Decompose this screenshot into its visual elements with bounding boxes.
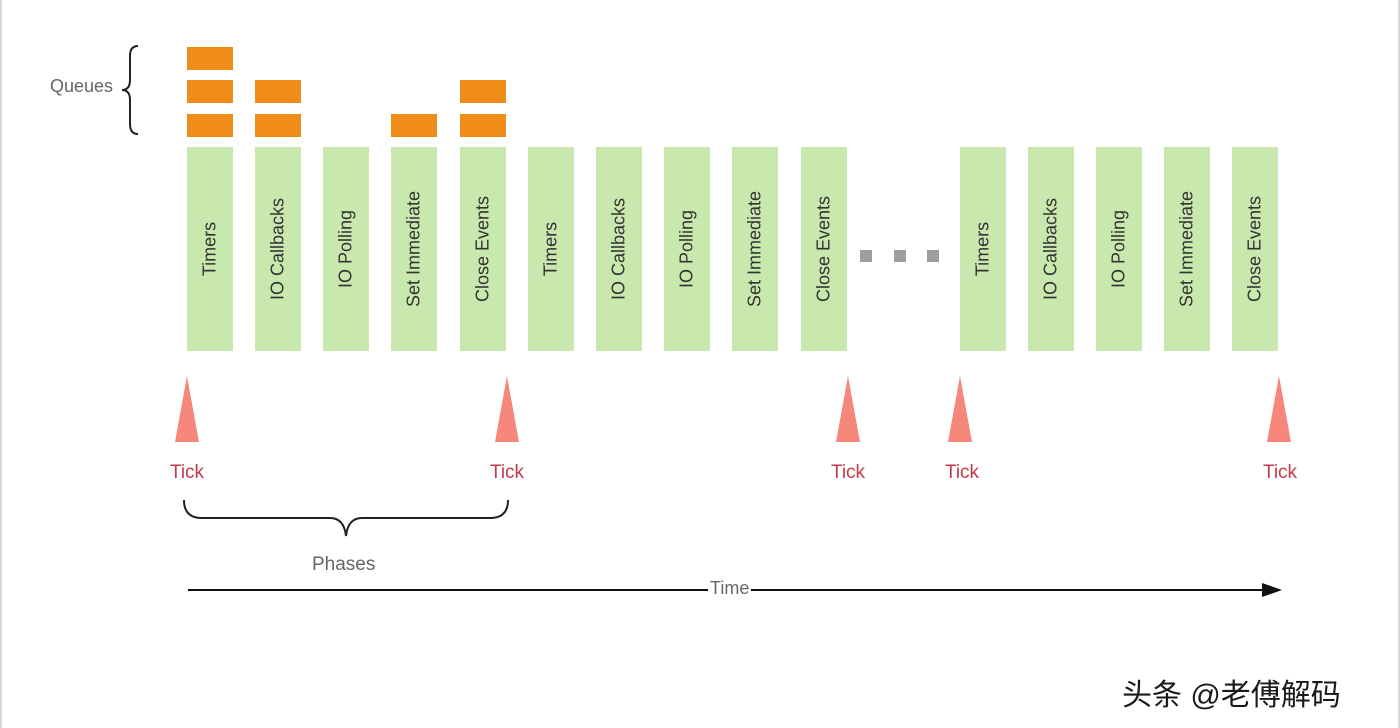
tick-marker <box>836 376 860 442</box>
tick-marker <box>175 376 199 442</box>
queue-item <box>460 114 506 137</box>
phase-timers: Timers <box>187 147 233 351</box>
watermark: 头条 @老傅解码 <box>1122 679 1341 712</box>
queue-item <box>187 80 233 103</box>
phase-label: IO Callbacks <box>1040 197 1061 301</box>
phase-label: IO Polling <box>335 209 356 289</box>
phase-close-events: Close Events <box>1232 147 1278 351</box>
tick-label: Tick <box>944 462 980 483</box>
tick-marker <box>948 376 972 442</box>
phase-io-polling: IO Polling <box>664 147 710 351</box>
phase-io-callbacks: IO Callbacks <box>255 147 301 351</box>
phase-io-polling: IO Polling <box>1096 147 1142 351</box>
phase-label: Set Immediate <box>744 190 765 308</box>
phase-label: Set Immediate <box>1176 190 1197 308</box>
queue-item <box>187 114 233 137</box>
queue-item <box>460 80 506 103</box>
queue-item <box>187 47 233 70</box>
queues-brace <box>121 45 139 135</box>
phase-label: IO Callbacks <box>267 197 288 301</box>
phase-label: Timers <box>540 221 561 277</box>
queue-item <box>255 80 301 103</box>
phase-label: Close Events <box>1244 195 1265 303</box>
phase-close-events: Close Events <box>801 147 847 351</box>
tick-label: Tick <box>169 462 205 483</box>
ellipsis-dot <box>894 250 906 262</box>
tick-label: Tick <box>1262 462 1298 483</box>
queues-label: Queues <box>50 76 114 96</box>
phase-set-immediate: Set Immediate <box>732 147 778 351</box>
time-label: Time <box>708 578 752 599</box>
ellipsis-dot <box>860 250 872 262</box>
tick-marker <box>495 376 519 442</box>
phase-io-polling: IO Polling <box>323 147 369 351</box>
queue-item <box>255 114 301 137</box>
phase-set-immediate: Set Immediate <box>1164 147 1210 351</box>
phase-label: IO Polling <box>676 209 697 289</box>
frame-edge-left <box>0 0 2 728</box>
phases-label: Phases <box>312 554 376 575</box>
phase-label: Close Events <box>813 195 834 303</box>
phase-label: Timers <box>972 221 993 277</box>
phase-io-callbacks: IO Callbacks <box>596 147 642 351</box>
phase-close-events: Close Events <box>460 147 506 351</box>
tick-marker <box>1267 376 1291 442</box>
ellipsis-dot <box>927 250 939 262</box>
phase-io-callbacks: IO Callbacks <box>1028 147 1074 351</box>
phases-brace <box>183 499 509 537</box>
queue-item <box>391 114 437 137</box>
frame-edge-right <box>1398 0 1400 728</box>
phase-label: Close Events <box>472 195 493 303</box>
phase-label: IO Callbacks <box>608 197 629 301</box>
tick-label: Tick <box>489 462 525 483</box>
phase-timers: Timers <box>960 147 1006 351</box>
phase-timers: Timers <box>528 147 574 351</box>
tick-label: Tick <box>830 462 866 483</box>
phase-label: Set Immediate <box>403 190 424 308</box>
phase-label: IO Polling <box>1108 209 1129 289</box>
phase-label: Timers <box>199 221 220 277</box>
phase-set-immediate: Set Immediate <box>391 147 437 351</box>
